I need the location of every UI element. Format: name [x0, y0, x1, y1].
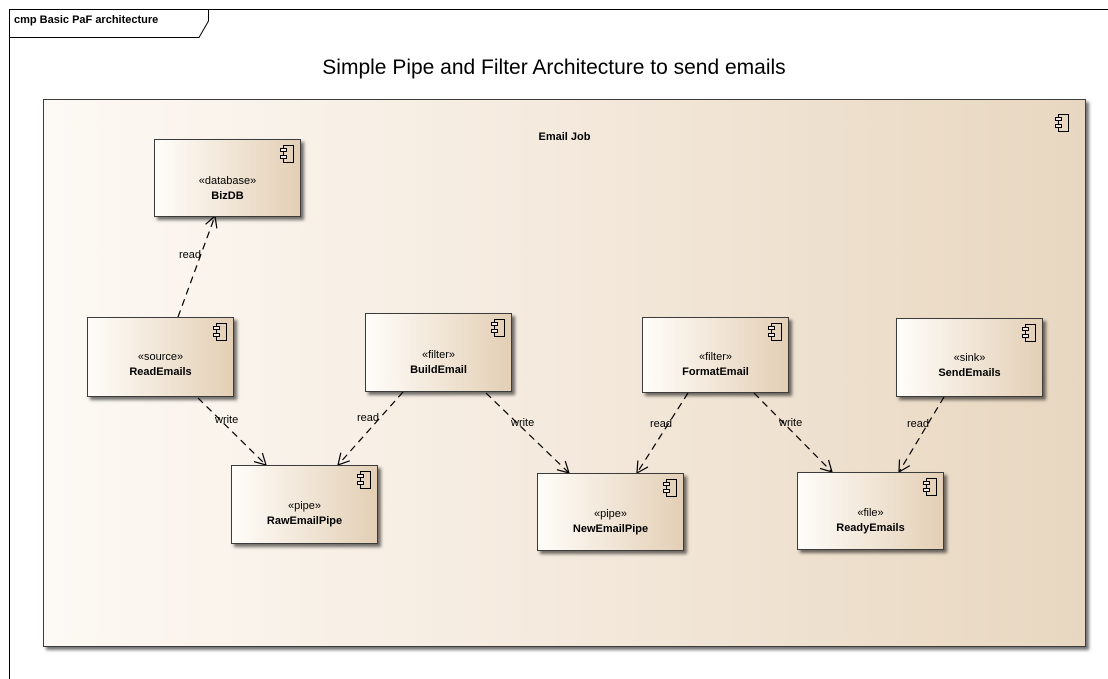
component-icon — [213, 323, 227, 341]
component-icon — [1055, 114, 1069, 132]
component-sendemails[interactable]: «sink» SendEmails — [896, 318, 1043, 397]
frame-tab-label: cmp Basic PaF architecture — [14, 14, 159, 26]
stereotype-label: «filter» — [698, 351, 733, 363]
component-name: SendEmails — [938, 367, 1001, 379]
edge-label-write: write — [779, 417, 803, 429]
component-name: BizDB — [211, 190, 244, 202]
edge-sendemails-readyemails[interactable] — [898, 396, 945, 474]
component-name: NewEmailPipe — [572, 523, 649, 535]
component-name: ReadyEmails — [836, 522, 905, 534]
stereotype-label: «pipe» — [593, 508, 628, 520]
stereotype-label: «file» — [857, 507, 884, 519]
diagram-frame — [9, 9, 1108, 679]
edge-label-read: read — [907, 418, 930, 430]
container-name: Email Job — [538, 131, 591, 143]
component-name: ReadEmails — [129, 366, 192, 378]
component-readyemails[interactable]: «file» ReadyEmails — [797, 472, 944, 550]
component-bizdb[interactable]: «database» BizDB — [154, 139, 301, 217]
edge-label-read: read — [357, 412, 380, 424]
edge-label-write: write — [511, 417, 535, 429]
edge-label-read: read — [650, 418, 673, 430]
stereotype-label: «source» — [137, 351, 184, 363]
edge-buildemail-rawemailpipe[interactable] — [337, 391, 404, 466]
edge-reademails-rawemailpipe[interactable] — [197, 397, 267, 466]
component-name: FormatEmail — [682, 366, 749, 378]
component-rawemailpipe[interactable]: «pipe» RawEmailPipe — [231, 465, 378, 544]
edge-buildemail-newemailpipe[interactable] — [485, 392, 570, 474]
component-reademails[interactable]: «source» ReadEmails — [87, 317, 234, 397]
edge-label-write: write — [215, 414, 239, 426]
component-buildemail[interactable]: «filter» BuildEmail — [365, 313, 512, 392]
edge-formatemail-readyemails[interactable] — [753, 392, 833, 473]
component-icon — [923, 478, 937, 496]
stereotype-label: «pipe» — [287, 500, 322, 512]
component-icon — [280, 145, 294, 163]
component-icon — [768, 323, 782, 341]
edge-reademails-bizdb[interactable] — [177, 214, 218, 318]
component-icon — [663, 479, 677, 497]
component-icon — [491, 319, 505, 337]
component-name: BuildEmail — [410, 364, 467, 376]
edge-formatemail-newemailpipe[interactable] — [636, 392, 689, 475]
edge-label-read: read — [179, 249, 202, 261]
diagram-title: Simple Pipe and Filter Architecture to s… — [322, 56, 786, 79]
frame-name-tab — [9, 9, 209, 38]
stereotype-label: «filter» — [421, 349, 456, 361]
component-newemailpipe[interactable]: «pipe» NewEmailPipe — [537, 473, 684, 551]
component-icon — [1022, 324, 1036, 342]
stereotype-label: «sink» — [953, 352, 986, 364]
component-icon — [357, 471, 371, 489]
component-name: RawEmailPipe — [266, 515, 343, 527]
stereotype-label: «database» — [198, 175, 257, 187]
component-formatemail[interactable]: «filter» FormatEmail — [642, 317, 789, 393]
